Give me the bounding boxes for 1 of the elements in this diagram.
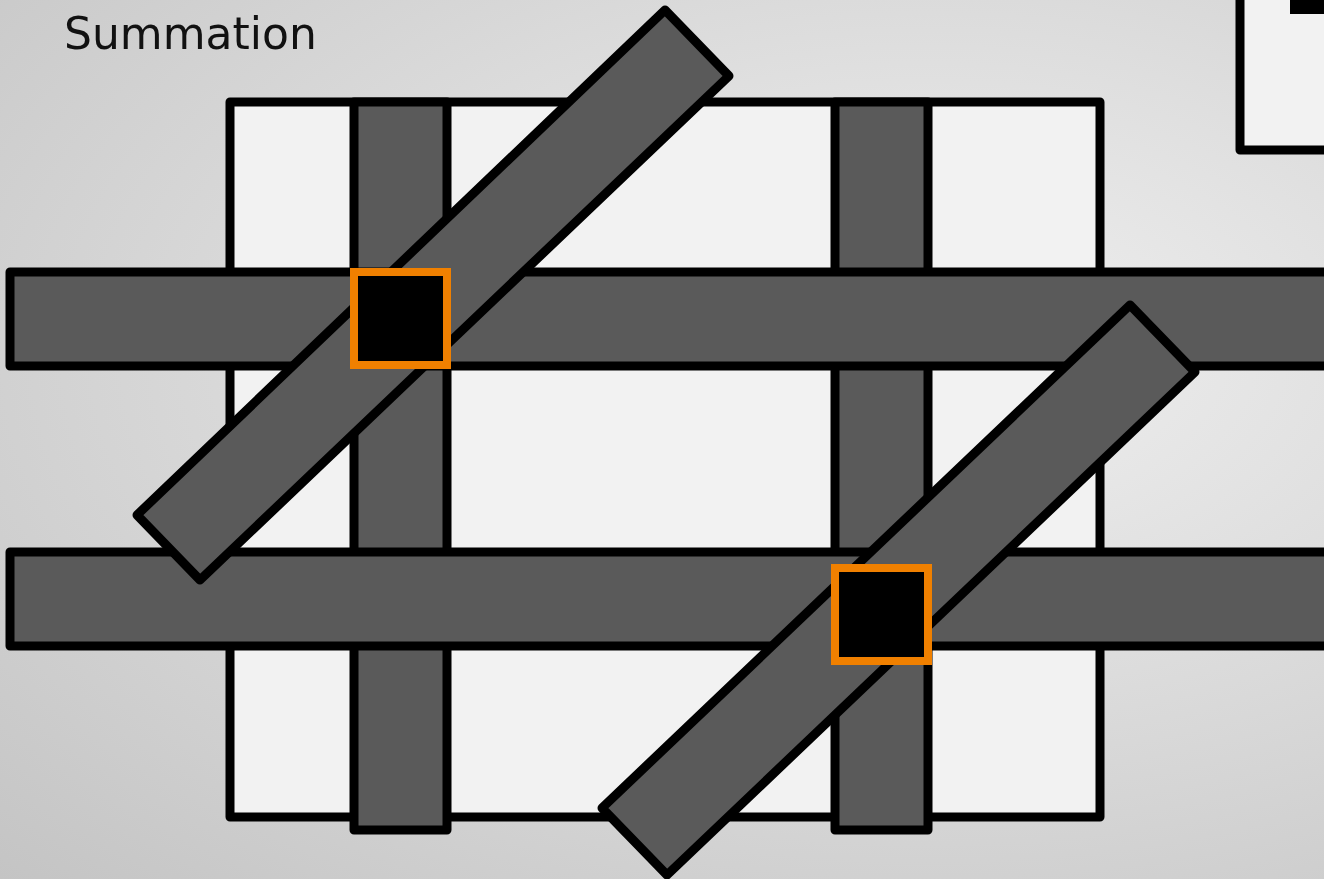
title: Summation bbox=[64, 7, 317, 61]
